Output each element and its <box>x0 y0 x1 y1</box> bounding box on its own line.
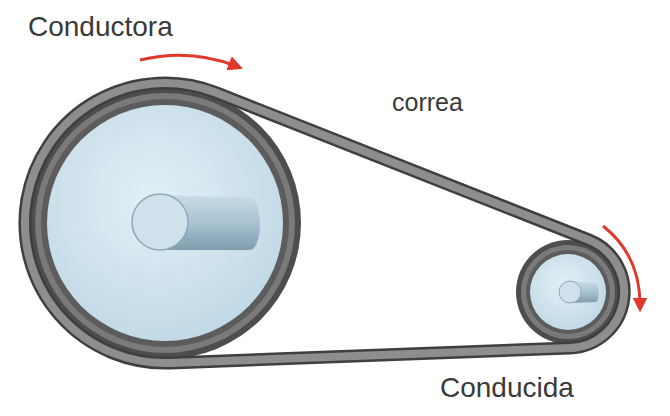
belt-label: correa <box>392 90 463 115</box>
belt <box>25 83 624 363</box>
rotation-arrow <box>603 226 640 305</box>
driven-label: Conducida <box>440 374 574 402</box>
rotation-arrow <box>140 55 236 66</box>
driver-label: Conductora <box>28 13 173 41</box>
